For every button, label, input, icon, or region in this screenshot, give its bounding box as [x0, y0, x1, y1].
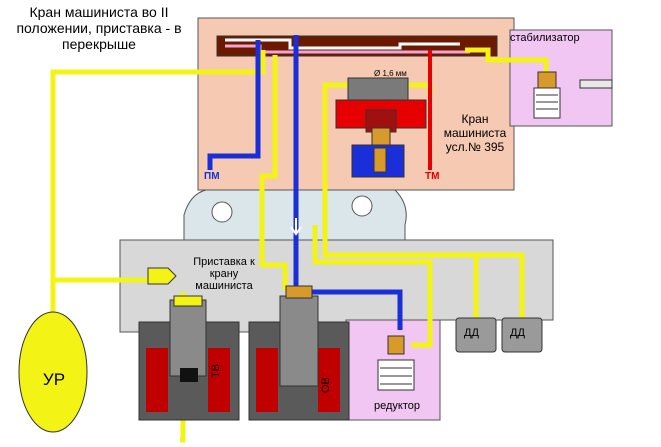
pm-flow-arrow: [290, 218, 302, 236]
stabilizer-valve: [537, 71, 557, 89]
plate-hole-right: [351, 195, 373, 217]
pristavka-label-line-3: машиниста: [195, 280, 253, 292]
title-line-2: положении, приставка - в: [16, 20, 182, 36]
pm-line-to-reducer: [300, 289, 403, 330]
tm-label: ТМ: [425, 171, 440, 182]
reducer-yellow-line: [312, 225, 433, 348]
title-line-3: перекрыше: [62, 36, 136, 52]
ov-plunger-body: [279, 295, 319, 387]
plate-hole-left: [211, 201, 233, 223]
ur-to-top-line: [50, 50, 266, 330]
crane-top-white-channel: [225, 38, 460, 50]
dd-sensor-right: [501, 317, 543, 353]
crane-label-line-3: усл.№ 395: [445, 140, 505, 154]
tv-plunger-body: [169, 299, 207, 377]
ov-plunger-top: [285, 285, 313, 299]
crane-label-line-1: Кран: [461, 112, 489, 126]
crane-label: Кран машиниста усл.№ 395: [430, 112, 520, 154]
tv-coil-left: [146, 348, 168, 412]
crane-to-stabilizer-line: [465, 47, 549, 75]
pristavka-label-line-2: крану: [209, 268, 239, 280]
pm-line-left: [207, 40, 261, 170]
right-to-dd-line: [322, 95, 525, 320]
pristavka-label-line-1: Приставка к: [193, 256, 255, 268]
reducer-label: редуктор: [374, 400, 420, 412]
tv-plunger-top: [173, 295, 203, 307]
ov-coil-right: [318, 348, 340, 412]
dd-sensor-left: [455, 317, 497, 353]
stabilizer-label: стабилизатор: [510, 32, 580, 44]
center-line-down: [259, 55, 288, 290]
pristavka-inlet: [147, 267, 177, 285]
pm-label: ПМ: [204, 171, 220, 182]
crane-piston-cap: [347, 77, 409, 101]
crane-valve-spring: [373, 147, 387, 173]
reducer-valve: [387, 335, 405, 355]
dd-left-label: ДД: [464, 327, 479, 339]
diameter-label: Ø 1,6 мм: [374, 69, 407, 78]
diagram-title: Кран машиниста во II положении, приставк…: [4, 4, 194, 52]
stabilizer-spring: [533, 87, 561, 119]
reducer-spring: [377, 359, 415, 391]
ur-reservoir: [18, 311, 88, 433]
stabilizer-body: [509, 29, 613, 127]
tv-label: ТВ: [210, 363, 222, 378]
pristavka-label: Приставка к крану машиниста: [176, 256, 272, 292]
tv-coil-right: [208, 348, 230, 412]
dd-right-label: ДД: [510, 327, 525, 339]
ov-coil-left: [256, 348, 278, 412]
ov-label: ОВ: [320, 377, 332, 393]
tv-plunger-core: [180, 368, 198, 382]
ur-label: УР: [42, 370, 66, 389]
stabilizer-outlet: [579, 79, 613, 89]
title-line-1: Кран машиниста во II: [29, 4, 169, 20]
crane-label-line-2: машиниста: [443, 126, 507, 140]
